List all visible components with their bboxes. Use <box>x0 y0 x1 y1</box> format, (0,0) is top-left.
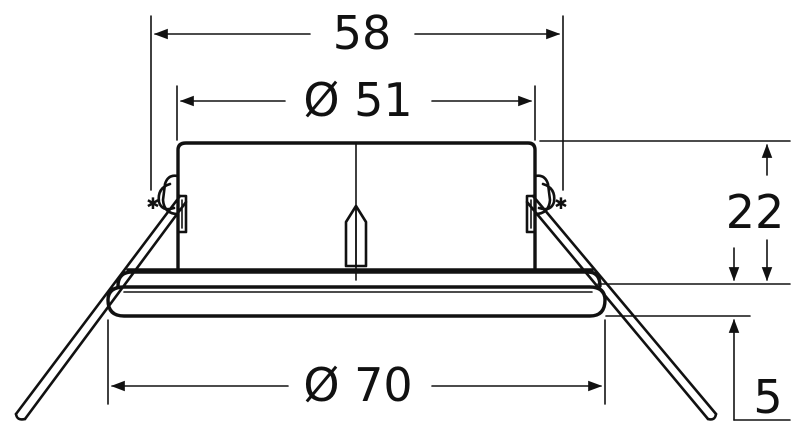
flange-ring <box>106 285 607 318</box>
overall-width-label: 58 <box>333 6 392 60</box>
inner-diameter-label: Ø 51 <box>303 73 412 127</box>
spring-clip-right: ✱ <box>525 174 718 421</box>
housing-body <box>176 141 537 270</box>
clip-coil-left <box>157 182 176 211</box>
pivot-mark-right: ✱ <box>554 194 567 213</box>
dimension-inner-diameter: Ø 51 <box>176 73 536 141</box>
dimension-flange-height: 5 <box>605 247 791 424</box>
flange-upper-lip <box>116 270 602 288</box>
spring-arm-right-inner <box>525 200 710 421</box>
spring-arm-left-inner <box>23 200 188 421</box>
pivot-mark-left: ✱ <box>146 194 159 213</box>
dimension-body-height: 22 <box>539 140 791 285</box>
outer-diameter-label: Ø 70 <box>303 358 412 412</box>
clip-pivot-right <box>525 194 537 234</box>
clip-bracket-left <box>161 174 180 216</box>
body-height-label: 22 <box>726 185 785 239</box>
flange-height-label: 5 <box>753 370 782 424</box>
dimension-outer-diameter: Ø 70 <box>107 319 606 412</box>
spring-clip-left: ✱ <box>14 174 188 421</box>
center-stem <box>344 204 368 268</box>
spring-arm-right-tip <box>706 412 718 421</box>
lamp-housing <box>106 141 607 318</box>
spring-arm-right-outer <box>531 194 718 416</box>
spring-arm-left-outer <box>14 194 182 416</box>
dimension-overall-width: 58 <box>150 6 564 191</box>
clip-bracket-right <box>533 174 552 216</box>
spring-arm-left-tip <box>14 412 27 421</box>
clip-pivot-left <box>176 194 188 234</box>
